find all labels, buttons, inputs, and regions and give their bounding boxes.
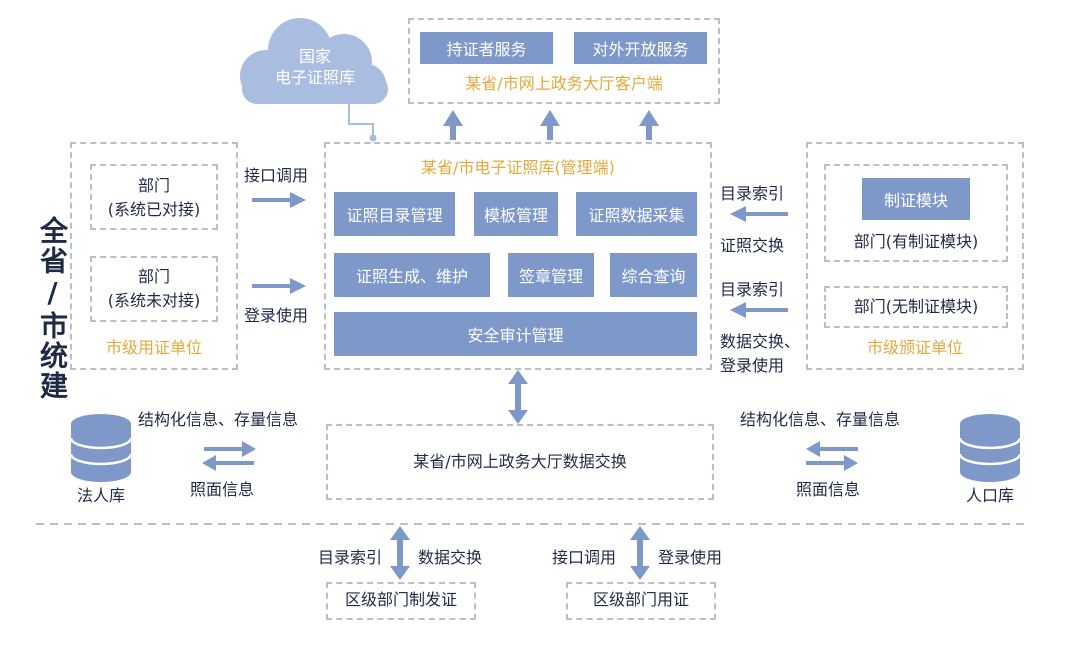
bottom-label-login: 登录使用 — [658, 548, 723, 567]
arrow-icon — [508, 370, 528, 424]
bottom-label-dir-index: 目录索引 — [318, 548, 383, 567]
left-panel — [70, 142, 238, 370]
module-query[interactable]: 综合查询 — [610, 253, 697, 297]
arrow-label-cert-exchange: 证照交换 — [720, 236, 785, 255]
bottom-label-interface: 接口调用 — [552, 548, 617, 567]
exchange-left-top-label: 结构化信息、存量信息 — [138, 410, 299, 429]
exchange-container — [326, 424, 714, 500]
dept-with-module — [824, 164, 1008, 262]
arrow-label-data-exchange: 数据交换、 — [720, 332, 801, 351]
right-panel — [806, 142, 1024, 370]
legal-person-db-label: 法人库 — [76, 486, 125, 505]
exchange-title: 某省/市网上政务大厅数据交换 — [413, 452, 627, 471]
district-issue-box — [326, 582, 476, 620]
module-generate[interactable]: 证照生成、维护 — [334, 253, 490, 297]
module-audit[interactable]: 安全审计管理 — [334, 312, 697, 356]
arrow-label-login-use: 登录使用 — [720, 356, 785, 375]
arrow-label-login: 登录使用 — [244, 306, 309, 325]
cloud-connector — [348, 104, 374, 136]
district-issue-label: 区级部门制发证 — [344, 590, 457, 609]
module-data-collect[interactable]: 证照数据采集 — [576, 192, 697, 236]
client-container — [408, 18, 720, 104]
arrow-icon — [252, 192, 306, 294]
vertical-title: 全省/市统建 — [36, 216, 69, 401]
cloud-label-line1: 国家 — [298, 47, 331, 66]
population-db-label: 人口库 — [965, 486, 1014, 505]
exchange-right-bottom-label: 照面信息 — [796, 480, 861, 499]
arrow-label-dir-index-1: 目录索引 — [720, 184, 785, 203]
client-caption: 某省/市网上政务大厅客户端 — [465, 74, 663, 93]
exchange-left-bottom-label: 照面信息 — [190, 480, 255, 499]
dept-unconnected-line2: (系统未对接) — [107, 291, 201, 310]
dept-unconnected-label: 部门 (系统未对接) — [90, 265, 218, 313]
module-directory[interactable]: 证照目录管理 — [334, 192, 455, 236]
dept-connected — [90, 164, 218, 230]
arrow-icon — [730, 206, 788, 318]
arrow-icon — [443, 110, 659, 140]
database-icon — [960, 414, 1020, 482]
arrow-label-dir-index-2: 目录索引 — [720, 280, 785, 299]
exchange-right-top-label: 结构化信息、存量信息 — [740, 410, 901, 429]
btn-holder-service[interactable]: 持证者服务 — [420, 32, 553, 64]
dept-unconnected — [90, 256, 218, 322]
dept-connected-line1: 部门 — [137, 176, 170, 195]
arrow-icon — [202, 441, 256, 471]
cloud-connector-dot — [369, 134, 377, 142]
dept-unconnected-line1: 部门 — [137, 267, 170, 286]
center-container — [324, 142, 712, 370]
module-template[interactable]: 模板管理 — [474, 192, 558, 236]
btn-open-service[interactable]: 对外开放服务 — [574, 32, 707, 64]
arrow-label-interface: 接口调用 — [244, 166, 309, 185]
module-signature[interactable]: 签章管理 — [508, 253, 594, 297]
dept-without-module-label: 部门(无制证模块) — [853, 297, 979, 316]
arrow-icon — [806, 441, 858, 471]
dept-connected-label: 部门 (系统已对接) — [90, 174, 218, 222]
district-use-box — [566, 582, 716, 620]
database-icon — [71, 414, 131, 482]
bottom-label-data-exchange: 数据交换 — [418, 548, 483, 567]
left-panel-caption: 市级用证单位 — [105, 338, 202, 357]
district-use-label: 区级部门用证 — [592, 590, 689, 609]
cloud-label-line2: 电子证照库 — [274, 68, 355, 87]
right-panel-caption: 市级颁证单位 — [866, 338, 963, 357]
cert-module-button[interactable]: 制证模块 — [862, 178, 970, 220]
center-title: 某省/市电子证照库(管理端) — [421, 158, 615, 177]
cloud-label: 国家 电子证照库 — [256, 46, 374, 88]
dept-connected-line2: (系统已对接) — [107, 200, 201, 219]
dept-with-module-label: 部门(有制证模块) — [853, 232, 979, 251]
dept-without-module — [824, 286, 1008, 328]
